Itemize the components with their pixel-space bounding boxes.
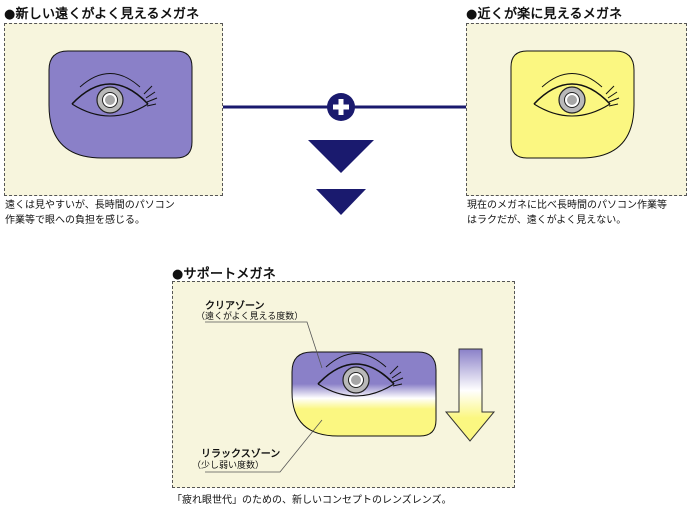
right-desc-line-1: 現在のメガネに比べ長時間のパソコン作業等: [467, 200, 667, 211]
right-lens: [510, 50, 635, 159]
left-desc-line-1: 遠くは見やすいが、長時間のパソコン: [5, 200, 175, 211]
clear-zone-title: クリアゾーン: [205, 301, 265, 312]
right-panel-description: 現在のメガネに比べ長時間のパソコン作業等 はラクだが、遠くがよく見えない。: [467, 198, 667, 228]
right-desc-line-2: はラクだが、遠くがよく見えない。: [467, 215, 627, 226]
clear-zone-leader-line: [205, 321, 323, 369]
left-lens: [48, 50, 193, 159]
support-caption: 「疲れ眼世代」のための、新しいコンセプトのレンズレンズ。: [172, 495, 452, 506]
support-panel-title: ●サポートメガネ: [172, 267, 276, 282]
relax-zone-subtitle: （少し弱い度数）: [192, 461, 265, 471]
down-triangle-small-icon: [316, 189, 366, 215]
down-triangle-large-icon: [308, 140, 374, 173]
clear-zone-subtitle: （遠くがよく見える度数）: [196, 312, 304, 322]
support-lens: [291, 351, 437, 437]
left-panel-title: ●新しい遠くがよく見えるメガネ: [4, 7, 200, 22]
gradient-down-arrow-icon: [444, 348, 496, 442]
plus-icon: [327, 93, 355, 121]
right-panel-title: ●近くが楽に見えるメガネ: [466, 7, 623, 22]
left-desc-line-2: 作業等で眼への負担を感じる。: [5, 215, 145, 226]
relax-zone-leader-line: [205, 419, 323, 473]
relax-zone-title: リラックスゾーン: [201, 449, 281, 460]
left-panel-description: 遠くは見やすいが、長時間のパソコン 作業等で眼への負担を感じる。: [5, 198, 175, 228]
